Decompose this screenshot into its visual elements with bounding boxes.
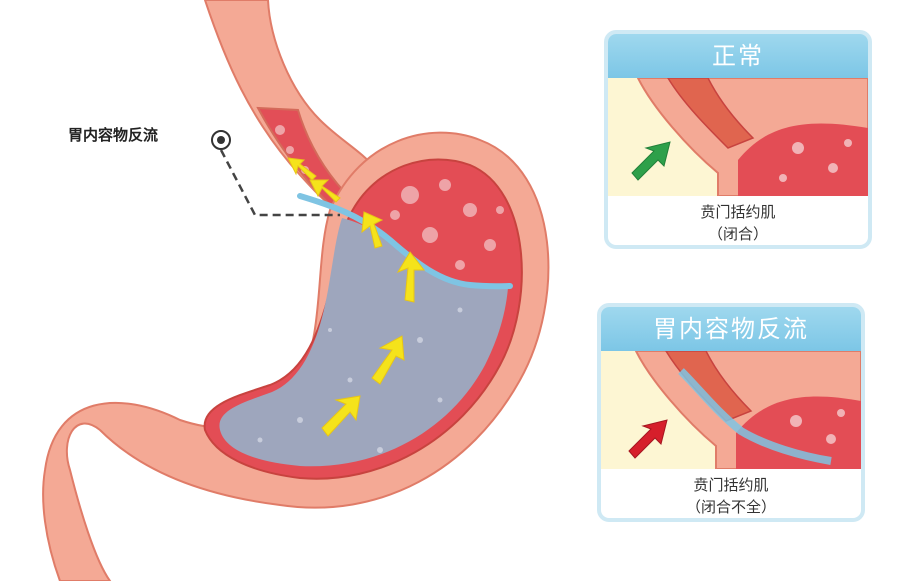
panel-caption: 贲门括约肌 （闭合不全） [601, 469, 861, 518]
caption-line: （闭合不全） [685, 498, 776, 516]
gas-bubbles [275, 125, 504, 270]
reflux-arrow [396, 251, 426, 303]
reflux-arrow [309, 179, 341, 203]
panel-reflux: 胃内容物反流 贲门括约肌 （闭合不全） [597, 303, 865, 522]
caption-line: （闭合） [707, 225, 768, 243]
caption-line: 贲门括约肌 [700, 203, 776, 221]
reflux-arrows [287, 157, 426, 437]
reflux-arrow [321, 395, 361, 437]
panel-title: 胃内容物反流 [601, 307, 861, 351]
arrow-green-icon [631, 141, 671, 181]
panel-illustration [608, 78, 868, 196]
acid-particles [257, 307, 463, 453]
callout-label: 胃内容物反流 [68, 126, 159, 144]
panel-illustration [601, 351, 861, 469]
gastric-contents [219, 218, 508, 467]
reflux-arrow [361, 211, 384, 249]
reflux-arrow [371, 335, 405, 385]
arrow-red-icon [628, 419, 668, 459]
panel-normal: 正常 贲门括约肌 （闭合） [604, 30, 872, 249]
reflux-arrow [287, 157, 317, 181]
panel-caption: 贲门括约肌 （闭合） [608, 196, 868, 245]
callout-leader-line [219, 149, 340, 217]
panel-title: 正常 [608, 34, 868, 78]
caption-line: 贲门括约肌 [693, 476, 769, 494]
